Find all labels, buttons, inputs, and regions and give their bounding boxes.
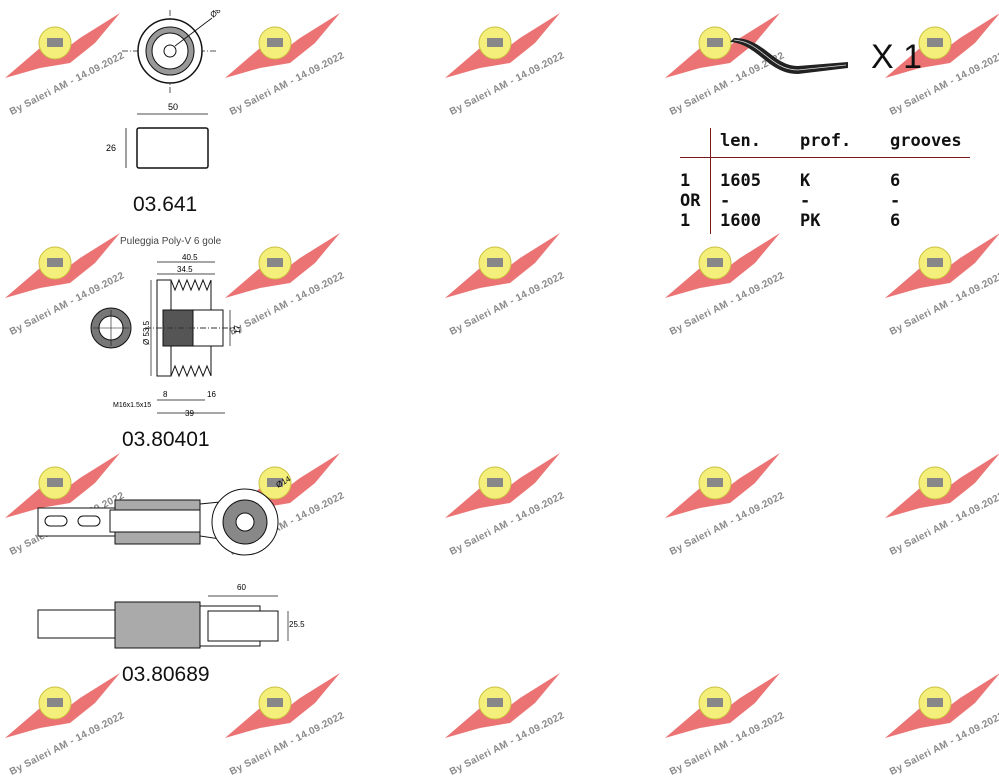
- belt-icon: [730, 38, 848, 74]
- dim-text: 39: [185, 409, 194, 418]
- table-cell: 1: [680, 171, 691, 191]
- watermark-logo: By Saleri AM - 14.09.2022: [440, 668, 580, 778]
- dim-diameter: Ø8: [209, 10, 223, 20]
- dim-height: 26: [106, 143, 116, 153]
- winged-logo-icon: [445, 13, 560, 78]
- watermark-logo: By Saleri AM - 14.09.2022: [440, 228, 580, 338]
- winged-logo-icon: [5, 673, 120, 738]
- table-cell: 1600: [720, 211, 761, 231]
- watermark-text: By Saleri AM - 14.09.2022: [448, 710, 567, 778]
- watermark-text: By Saleri AM - 14.09.2022: [228, 710, 347, 778]
- dim-text: Ø 53.5: [142, 320, 151, 345]
- watermark-logo: By Saleri AM - 14.09.2022: [220, 8, 360, 118]
- idler-pulley-drawing: Ø8 50 26: [106, 10, 223, 169]
- table-cell: OR: [680, 191, 701, 211]
- winged-logo-icon: [885, 673, 999, 738]
- table-cell: 1605: [720, 171, 761, 191]
- table-cell: PK: [800, 211, 821, 231]
- winged-logo-icon: [885, 233, 999, 298]
- dim-text: 16: [207, 390, 216, 399]
- part-code: 03.80689: [122, 663, 210, 686]
- watermark-logo: By Saleri AM - 14.09.2022: [440, 8, 580, 118]
- watermark-text: By Saleri AM - 14.09.2022: [888, 710, 999, 778]
- watermark-logo: By Saleri AM - 14.09.2022: [660, 228, 800, 338]
- watermark-text: By Saleri AM - 14.09.2022: [668, 490, 787, 558]
- watermark-text: By Saleri AM - 14.09.2022: [888, 270, 999, 338]
- dim-text: 60: [237, 583, 246, 592]
- table-cell: -: [800, 191, 811, 211]
- winged-logo-icon: [665, 673, 780, 738]
- header-grooves: grooves: [890, 131, 962, 151]
- header-prof: prof.: [800, 131, 852, 151]
- watermark-logo: By Saleri AM - 14.09.2022: [0, 668, 140, 778]
- dim-text: 25.5: [289, 620, 305, 629]
- winged-logo-icon: [665, 233, 780, 298]
- watermark-text: By Saleri AM - 14.09.2022: [668, 710, 787, 778]
- winged-logo-icon: [445, 233, 560, 298]
- winged-logo-icon: [665, 453, 780, 518]
- dim-text: 8: [163, 390, 168, 399]
- watermark-text: By Saleri AM - 14.09.2022: [448, 270, 567, 338]
- winged-logo-icon: [225, 673, 340, 738]
- dim-text: M16x1.5x15: [113, 402, 151, 409]
- part-code: 03.80401: [122, 428, 210, 451]
- table-cell: -: [890, 191, 901, 211]
- watermark-logo: By Saleri AM - 14.09.2022: [880, 228, 999, 338]
- table-cell: 1: [680, 211, 691, 231]
- watermark-text: By Saleri AM - 14.09.2022: [668, 270, 787, 338]
- watermark-text: By Saleri AM - 14.09.2022: [228, 50, 347, 118]
- dim-text: Ø14: [275, 474, 293, 490]
- winged-logo-icon: [445, 673, 560, 738]
- watermark-logo: By Saleri AM - 14.09.2022: [220, 668, 360, 778]
- table-cell: 6: [890, 211, 901, 231]
- watermark-logo: By Saleri AM - 14.09.2022: [880, 668, 999, 778]
- watermark-text: By Saleri AM - 14.09.2022: [448, 490, 567, 558]
- watermark-text: By Saleri AM - 14.09.2022: [8, 710, 127, 778]
- part-code: 03.641: [133, 193, 198, 216]
- watermark-logo: By Saleri AM - 14.09.2022: [440, 448, 580, 558]
- watermark-text: By Saleri AM - 14.09.2022: [448, 50, 567, 118]
- watermark-text: By Saleri AM - 14.09.2022: [888, 490, 999, 558]
- table-cell: 6: [890, 171, 901, 191]
- part-caption: Puleggia Poly-V 6 gole: [120, 236, 222, 247]
- winged-logo-icon: [445, 453, 560, 518]
- watermark-logo: By Saleri AM - 14.09.2022: [660, 448, 800, 558]
- belt-quantity: X 1: [871, 38, 923, 76]
- dim-width: 50: [168, 102, 178, 112]
- dim-text: 34.5: [177, 265, 193, 274]
- table-cell: -: [720, 191, 731, 211]
- dim-text: 40.5: [182, 253, 198, 262]
- tensioner-drawing: Ø14 60 25.5: [37, 474, 305, 649]
- watermark-logo: By Saleri AM - 14.09.2022: [880, 448, 999, 558]
- table-cell: K: [800, 171, 811, 191]
- watermark-logo: By Saleri AM - 14.09.2022: [660, 668, 800, 778]
- freewheel-pulley-drawing: 40.5 34.5 Ø 53.5 17 8 16 M16x1.5x15 39: [90, 253, 242, 418]
- dim-text: 17: [233, 325, 242, 334]
- header-len: len.: [720, 131, 761, 151]
- winged-logo-icon: [885, 453, 999, 518]
